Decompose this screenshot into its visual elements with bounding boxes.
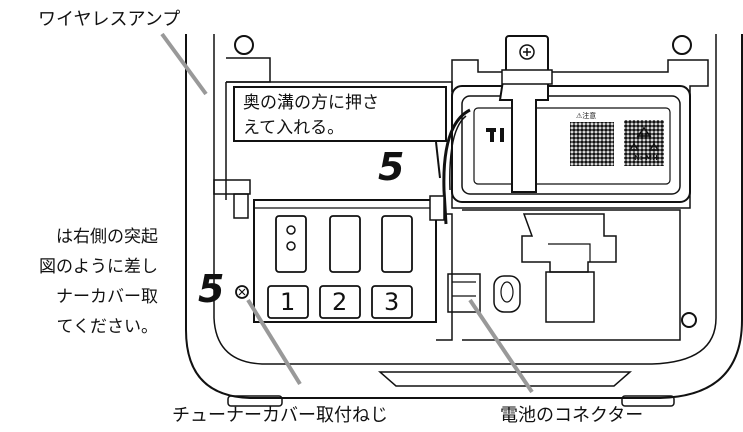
strap-hinge	[501, 69, 553, 85]
tuner-slot-3	[371, 285, 413, 319]
screw-hole-top-right	[672, 35, 692, 55]
battery-chemistry-text: Ni-MH	[634, 154, 658, 162]
battery-holder-bracket	[521, 213, 617, 273]
tuner-slot-2	[319, 285, 361, 319]
cover-latch	[429, 195, 445, 221]
battery-wires	[442, 108, 471, 225]
battery-top-face	[461, 95, 681, 195]
recycle-icon	[628, 126, 660, 151]
tuner-screw-label: チューナーカバー取付ねじ	[172, 405, 388, 426]
tuner-slot-1	[267, 285, 309, 319]
holder-base	[545, 271, 595, 323]
side-note-line-2: 図のように差し	[39, 257, 158, 277]
left-tab	[233, 193, 249, 219]
housing-foot	[378, 371, 632, 387]
leader-wireless-amp	[160, 32, 208, 96]
left-foot	[227, 395, 283, 407]
screw-hole-top-left	[234, 35, 254, 55]
amp-housing	[185, 34, 743, 399]
leader-tuner-screw	[246, 298, 302, 386]
right-foot	[621, 395, 675, 407]
tuner-cover	[253, 199, 437, 323]
battery-connector	[447, 273, 481, 313]
battery-bay-inner	[462, 209, 681, 341]
tuner-side-rail	[436, 213, 453, 341]
battery-bay-frame	[451, 59, 709, 209]
tuner-dial-mid	[329, 215, 361, 273]
tuner-dial-right	[381, 215, 413, 273]
side-note-line-4: てください。	[56, 317, 159, 337]
callout-line-1: 奥の溝の方に押さ	[243, 93, 379, 113]
tuner-slot-3-label: 3	[384, 288, 400, 316]
battery-caution-text: ⚠注意	[576, 111, 596, 120]
battery-strap	[498, 73, 549, 193]
step-marker-lower: 5	[198, 267, 225, 311]
tuner-dial-left	[275, 215, 307, 273]
housing-inner-edge	[213, 34, 717, 365]
connector-plug	[493, 275, 521, 313]
tuner-cover-screw	[235, 285, 249, 299]
tuner-slot-1-label: 1	[280, 288, 296, 316]
holder-cavity	[548, 243, 591, 262]
side-note: は右側の突起 図のように差し ナーカバー取 てください。	[0, 222, 158, 342]
side-note-line-3: ナーカバー取	[56, 287, 158, 307]
wireless-amp-label: ワイヤレスアンプ	[38, 9, 181, 30]
callout-line-2: えて入れる。	[243, 118, 345, 138]
left-latch	[213, 179, 251, 195]
step-marker-upper: 5	[378, 145, 405, 189]
strap-screw	[519, 44, 535, 60]
battery-connector-label: 電池のコネクター	[500, 405, 644, 426]
side-note-line-1: は右側の突起	[56, 227, 158, 247]
screw-hole-bottom-right	[681, 312, 697, 328]
leader-battery-connector	[468, 298, 534, 394]
left-bracket	[226, 57, 271, 83]
battery-dot-grid-left	[570, 122, 614, 166]
insertion-callout: 奥の溝の方に押さ えて入れる。	[233, 86, 447, 142]
tuner-slot-2-label: 2	[332, 288, 348, 316]
leader-callout	[435, 141, 441, 179]
brand-mark-icon	[486, 128, 504, 142]
battery-label-panel	[473, 107, 671, 185]
